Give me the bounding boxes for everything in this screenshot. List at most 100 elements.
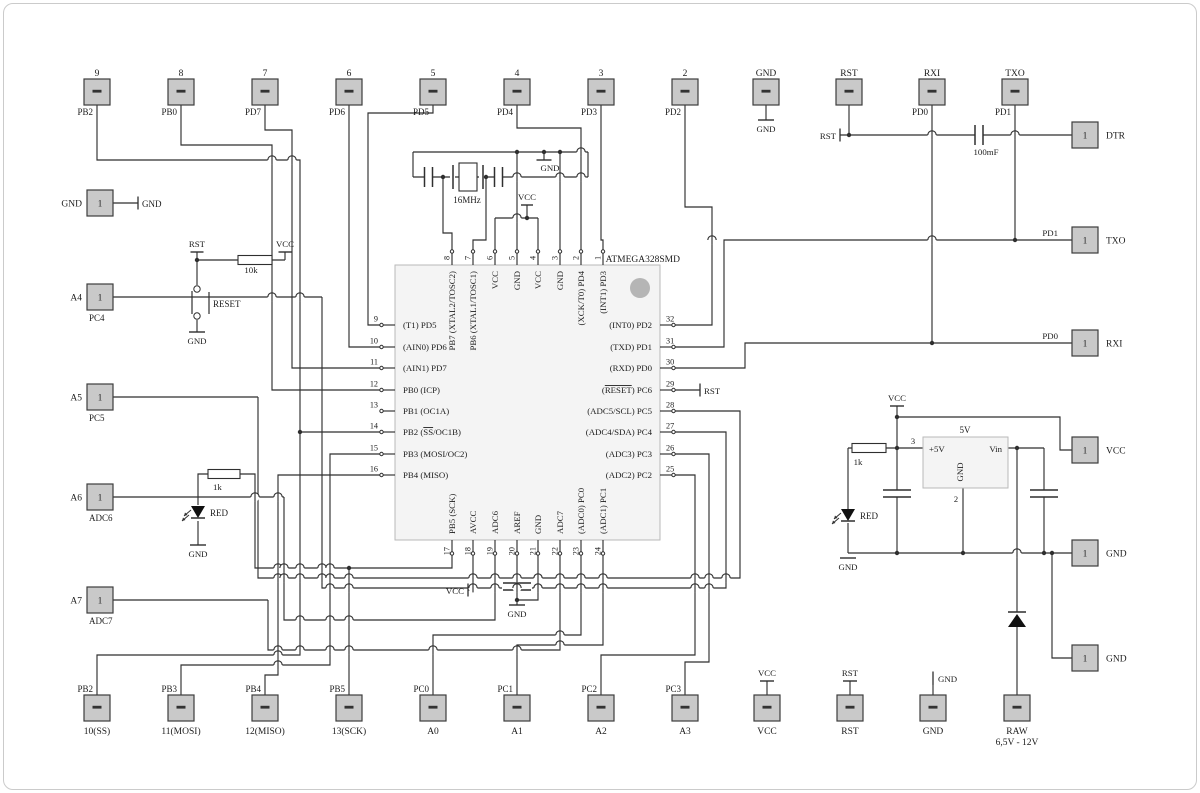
pin-tip: [492, 249, 498, 254]
connector-bottom-13(SCK): [335, 694, 363, 722]
ic-pin-number: 23: [572, 547, 581, 555]
ic-pin-number: 32: [666, 315, 674, 324]
resistor[interactable]: [851, 442, 887, 454]
connector-label: A1: [511, 727, 523, 737]
crystal[interactable]: [458, 162, 478, 192]
cap-gap: [882, 489, 912, 498]
connector-right-RXI-2-pad[interactable]: [1071, 329, 1099, 357]
connector-number: RST: [840, 69, 858, 79]
connector-bottom-10(SS): [83, 694, 111, 722]
led-color-label: RED: [210, 508, 229, 518]
pad-mark: [680, 705, 690, 709]
ic-pin-number: 5: [508, 256, 517, 260]
wire: [897, 416, 1072, 451]
ic-pin-number: 20: [508, 547, 517, 555]
ic-pin-label: (ADC5/SCL) PC5: [587, 406, 652, 416]
connector-right-DTR-0-pad[interactable]: [1071, 121, 1099, 149]
connector-top-2: [671, 78, 699, 106]
ic-pin-number: 4: [529, 256, 538, 260]
connector-top-6-pad[interactable]: [335, 78, 363, 106]
pad-mark: [761, 89, 771, 93]
pad-mark: [260, 89, 270, 93]
net-label: PD1: [1042, 228, 1058, 238]
gnd-label: GND: [540, 163, 559, 173]
connector-right-GND-4-pad[interactable]: [1071, 539, 1099, 567]
led[interactable]: [841, 509, 855, 521]
connector-left-A4: 1: [86, 283, 114, 311]
connector-bottom-RST: [836, 694, 864, 722]
pin-tip: [470, 249, 476, 254]
pad-mark: [762, 705, 772, 709]
ic-pin-label: (ADC1) PC1: [598, 488, 608, 534]
connector-right-VCC-3-pad[interactable]: [1071, 436, 1099, 464]
connector-net-label: PD7: [245, 107, 262, 117]
connector-label: A3: [679, 727, 691, 737]
ic-pin-number: 19: [486, 547, 495, 555]
vcc-label: VCC: [276, 239, 294, 249]
junction-dot: [894, 550, 900, 556]
pad-pin-number: 1: [1083, 339, 1088, 349]
connector-label: DTR: [1106, 132, 1126, 142]
connector-number: TXO: [1005, 69, 1025, 79]
connector-left-A5-pad[interactable]: [86, 383, 114, 411]
rst-label: RST: [704, 386, 721, 396]
gnd-label: GND: [187, 336, 206, 346]
pin-tip: [671, 387, 676, 393]
connector-right-GND-5: 1: [1071, 644, 1099, 672]
cap-gap: [424, 166, 433, 188]
pad-pin-number: 1: [98, 493, 103, 503]
connector-bottom-A3: [671, 694, 699, 722]
vcc-label: VCC: [518, 192, 536, 202]
cap-value: 100mF: [974, 147, 999, 157]
pin-tip: [671, 408, 676, 414]
ic-pin-label: PB1 (OC1A): [403, 406, 449, 416]
resistor[interactable]: [237, 254, 273, 266]
voltage-regulator[interactable]: [922, 436, 1009, 489]
diode[interactable]: [1008, 614, 1026, 627]
resistor[interactable]: [207, 468, 241, 480]
connector-left-A6-pad[interactable]: [86, 483, 114, 511]
connector-left-GND-pad[interactable]: [86, 189, 114, 217]
gnd-label: GND: [507, 609, 526, 619]
connector-label: A6: [70, 494, 82, 504]
ic-pin-number: 12: [370, 380, 378, 389]
pad-mark: [596, 89, 606, 93]
junction-dot: [483, 174, 489, 180]
wire: [479, 162, 484, 192]
wire: [600, 105, 604, 250]
ic-pin-number: 10: [370, 337, 378, 346]
junction-dot: [514, 597, 520, 603]
resistor-value: 1k: [854, 457, 863, 467]
connector-top-8: [167, 78, 195, 106]
pad-pin-number: 1: [1083, 131, 1088, 141]
pad-mark: [512, 89, 522, 93]
connector-right-TXO-1-pad[interactable]: [1071, 226, 1099, 254]
connector-label: A0: [427, 727, 439, 737]
connector-top-RXI-pad[interactable]: [918, 78, 946, 106]
led[interactable]: [191, 506, 205, 518]
connector-left-A4-pad[interactable]: [86, 283, 114, 311]
connector-net-label: PB2: [77, 684, 93, 694]
connector-net-label: PD0: [912, 107, 929, 117]
pad-pin-number: 1: [1083, 236, 1088, 246]
pin-tip: [379, 365, 384, 371]
connector-right-GND-5-pad[interactable]: [1071, 644, 1099, 672]
ic-atmega328-body[interactable]: [394, 264, 661, 541]
pin-tip: [379, 387, 384, 393]
ic-pin-label: (RESET) PC6: [602, 385, 653, 395]
connector-label: GND: [1106, 655, 1127, 665]
wire: [675, 239, 1072, 348]
ic-name: ATMEGA328SMD: [606, 255, 681, 265]
junction-dot: [346, 565, 352, 571]
connector-bottom-A1-pad[interactable]: [503, 694, 531, 722]
connector-bottom-A0: [419, 694, 447, 722]
pin-tip: [535, 249, 541, 254]
connector-label: VCC: [757, 727, 777, 737]
connector-left-A7-pad[interactable]: [86, 586, 114, 614]
connector-net-label: PB4: [245, 684, 261, 694]
wire: [367, 105, 434, 326]
pad-pin-number: 1: [1083, 549, 1088, 559]
ic-pin-label: AREF: [512, 511, 522, 534]
connector-right-RXI-2: 1: [1071, 329, 1099, 357]
